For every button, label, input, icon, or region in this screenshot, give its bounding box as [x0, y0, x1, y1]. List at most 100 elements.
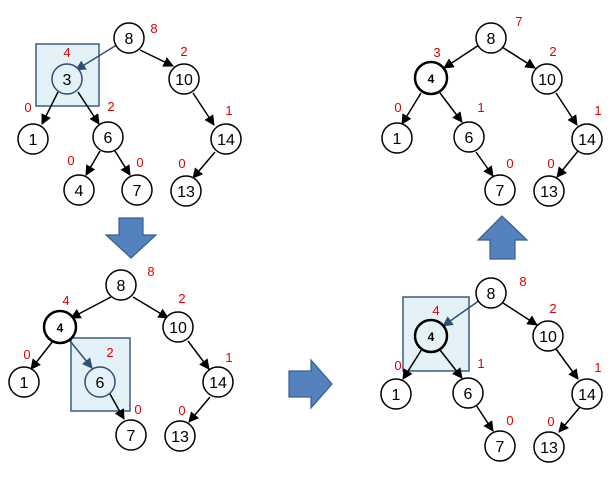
flow-arrows — [104, 215, 529, 410]
node-badge: 0 — [67, 153, 74, 168]
node-4: 4 3 — [413, 45, 449, 96]
down-arrow — [104, 217, 158, 259]
node-label: 8 — [125, 31, 134, 48]
node-badge: 0 — [178, 156, 185, 171]
node-8: 8 7 — [475, 14, 523, 54]
edge — [475, 151, 494, 177]
node-6: 6 1 — [452, 356, 485, 409]
node-label: 14 — [217, 132, 235, 149]
node-label: 1 — [20, 375, 29, 392]
node-label: 6 — [96, 375, 105, 392]
edge — [192, 151, 216, 179]
node-badge: 1 — [594, 103, 601, 118]
node-label: 13 — [540, 184, 558, 201]
node-badge: 2 — [178, 291, 185, 306]
node-badge: 0 — [506, 413, 513, 428]
node-7: 7 0 — [121, 155, 153, 206]
node-badge: 0 — [24, 100, 31, 115]
node-label: 7 — [133, 183, 142, 200]
edge — [114, 150, 131, 176]
node-14: 14 1 — [202, 350, 234, 398]
node-4: 4 4 — [42, 293, 78, 345]
node-label: 10 — [539, 329, 557, 346]
node-7: 7 0 — [484, 413, 516, 462]
node-14: 14 1 — [571, 360, 603, 410]
node-badge: 0 — [178, 403, 185, 418]
node-label: 7 — [127, 428, 136, 445]
node-1: 1 0 — [17, 100, 49, 155]
edge — [402, 348, 423, 380]
node-label: 4 — [57, 321, 64, 335]
edge — [555, 92, 578, 126]
node-badge: 1 — [225, 103, 232, 118]
node-10: 10 2 — [532, 301, 564, 352]
edge — [85, 150, 101, 176]
edge — [132, 296, 169, 319]
node-label: 14 — [578, 132, 596, 149]
edge — [555, 348, 579, 380]
edge — [439, 92, 463, 123]
node-14: 14 1 — [210, 103, 242, 155]
node-8: 8 8 — [113, 21, 158, 54]
node-label: 8 — [487, 286, 496, 303]
node-label: 6 — [465, 130, 474, 147]
node-13: 13 0 — [164, 403, 196, 452]
node-label: 10 — [169, 320, 187, 337]
node-10: 10 2 — [162, 291, 194, 343]
edge — [475, 404, 494, 432]
edge — [69, 340, 93, 369]
edge — [439, 349, 463, 379]
node-badge: 0 — [23, 347, 30, 362]
node-1: 1 0 — [8, 347, 40, 398]
node-10: 10 2 — [531, 44, 563, 95]
node-6: 6 1 — [453, 100, 485, 153]
edge — [501, 46, 536, 69]
node-1: 1 0 — [380, 358, 412, 410]
node-8: 8 8 — [105, 264, 155, 301]
edge — [77, 91, 100, 125]
node-badge: 0 — [394, 100, 401, 115]
node-label: 6 — [464, 386, 473, 403]
node-label: 1 — [392, 387, 401, 404]
node-13: 13 0 — [533, 156, 565, 207]
node-label: 8 — [487, 31, 496, 48]
node-badge: 1 — [477, 356, 484, 371]
node-13: 13 0 — [533, 414, 565, 463]
node-label: 4 — [75, 183, 84, 200]
node-badge: 4 — [62, 293, 69, 308]
node-badge: 4 — [432, 303, 439, 318]
node-4: 4 0 — [63, 153, 95, 206]
node-badge: 8 — [519, 274, 526, 289]
up-arrow — [476, 215, 529, 260]
node-badge: 2 — [549, 301, 556, 316]
node-13: 13 0 — [170, 156, 202, 207]
node-label: 13 — [540, 440, 558, 457]
node-4: 4 4 — [413, 303, 449, 354]
node-badge: 0 — [547, 414, 554, 429]
node-badge: 7 — [515, 14, 522, 29]
node-badge: 4 — [63, 45, 70, 60]
node-label: 4 — [428, 330, 435, 344]
node-badge: 1 — [225, 350, 232, 365]
node-badge: 2 — [107, 99, 114, 114]
node-badge: 0 — [134, 402, 141, 417]
node-badge: 0 — [506, 156, 513, 171]
node-badge: 8 — [150, 21, 157, 36]
edge — [443, 44, 480, 69]
edge — [30, 340, 54, 370]
node-7: 7 0 — [115, 402, 147, 451]
node-3: 3 4 — [51, 45, 83, 95]
tree-top-left: 8 8 3 4 10 2 1 0 6 2 14 1 — [17, 21, 242, 207]
node-label: 3 — [63, 72, 72, 89]
edge — [442, 299, 481, 327]
node-badge: 2 — [180, 44, 187, 59]
node-label: 4 — [428, 72, 435, 86]
node-label: 13 — [177, 184, 195, 201]
node-8: 8 8 — [475, 274, 527, 309]
node-badge: 2 — [549, 44, 556, 59]
node-6: 6 2 — [84, 345, 116, 398]
edge — [187, 340, 210, 370]
node-label: 14 — [578, 387, 596, 404]
tree-top-right: 8 7 4 3 10 2 1 0 6 1 14 1 — [381, 14, 603, 207]
